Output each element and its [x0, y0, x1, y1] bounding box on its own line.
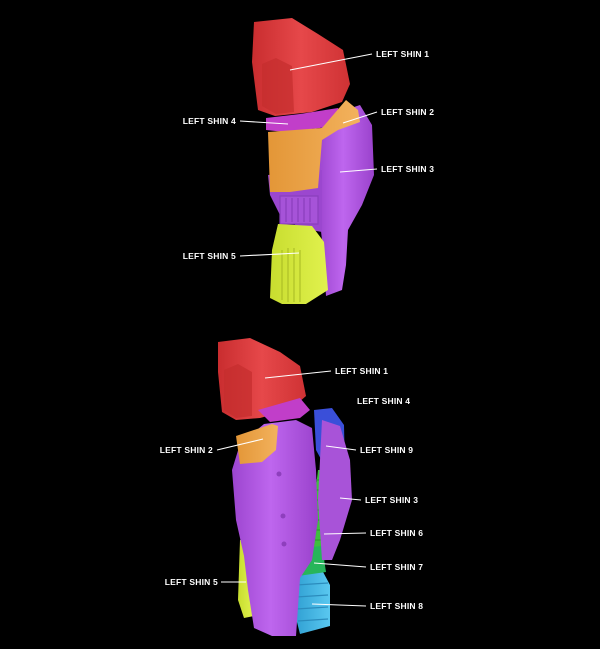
- label-top-left-shin-5: LEFT SHIN 5: [183, 251, 236, 261]
- bot-part-shin-4: [258, 398, 310, 422]
- top-view-labels: LEFT SHIN 1 LEFT SHIN 2 LEFT SHIN 3 LEFT…: [183, 49, 434, 261]
- label-top-left-shin-3: LEFT SHIN 3: [381, 164, 434, 174]
- bottom-view-model: [218, 338, 352, 636]
- top-part-shin-2: [268, 100, 360, 192]
- bot-bolts: [276, 471, 287, 547]
- bot-part-shin-8: [294, 570, 330, 634]
- label-top-left-shin-4: LEFT SHIN 4: [183, 116, 236, 126]
- bot-part-shin-8-ribs: [295, 582, 329, 622]
- top-part-shin-3: [318, 105, 374, 296]
- top-part-shin-5-ribs: [281, 248, 301, 302]
- bot-part-shin-2: [236, 424, 278, 464]
- bot-part-shin-3: [232, 420, 318, 636]
- top-ankle-ribs: [279, 195, 319, 225]
- label-bot-left-shin-2: LEFT SHIN 2: [160, 445, 213, 455]
- label-bot-left-shin-1: LEFT SHIN 1: [335, 366, 388, 376]
- top-view-model: [252, 18, 374, 304]
- bot-part-shin-1-panel: [224, 364, 252, 418]
- label-top-left-shin-2: LEFT SHIN 2: [381, 107, 434, 117]
- bottom-view-labels: LEFT SHIN 1 LEFT SHIN 4 LEFT SHIN 2 LEFT…: [160, 366, 423, 611]
- label-bot-left-shin-6: LEFT SHIN 6: [370, 528, 423, 538]
- label-bot-left-shin-7: LEFT SHIN 7: [370, 562, 423, 572]
- top-part-shin-5: [270, 224, 328, 304]
- bot-part-shin-3-side: [318, 420, 352, 560]
- top-part-shin-1-panel: [262, 58, 294, 114]
- label-bot-left-shin-9: LEFT SHIN 9: [360, 445, 413, 455]
- label-bot-left-shin-5: LEFT SHIN 5: [165, 577, 218, 587]
- label-bot-left-shin-8: LEFT SHIN 8: [370, 601, 423, 611]
- label-bot-left-shin-4: LEFT SHIN 4: [357, 396, 410, 406]
- label-top-left-shin-1: LEFT SHIN 1: [376, 49, 429, 59]
- label-bot-left-shin-3: LEFT SHIN 3: [365, 495, 418, 505]
- leader-lines: [216, 53, 378, 607]
